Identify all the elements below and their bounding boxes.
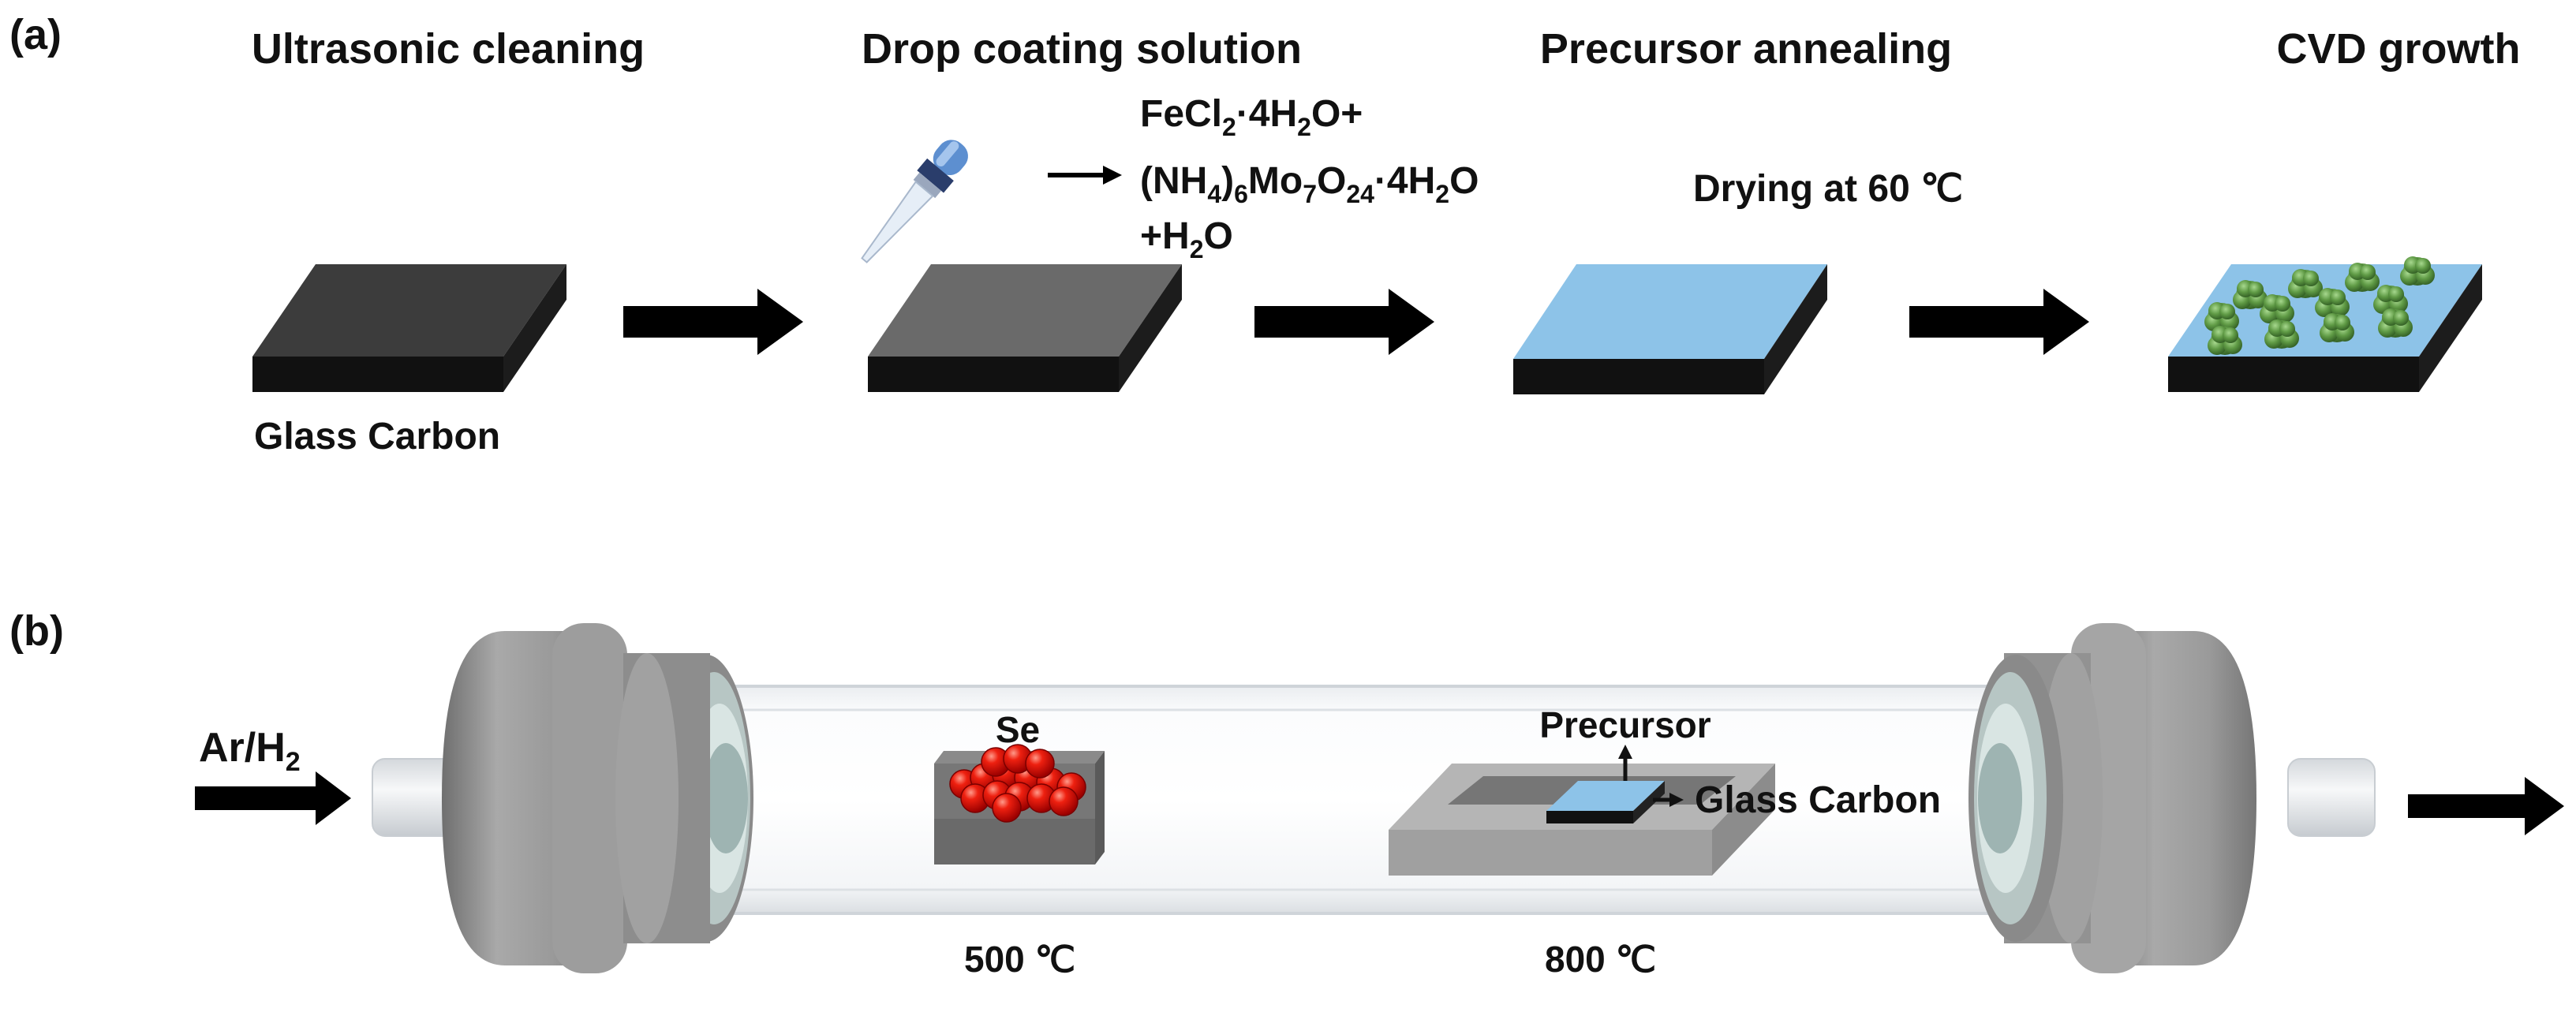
- gas-outlet-arrow: [2408, 777, 2564, 835]
- selenium-ball: [1025, 749, 1055, 779]
- outlet-nozzle: [2287, 758, 2376, 837]
- step-arrow-3: [1909, 289, 2089, 355]
- nanostructure-cluster: [2393, 310, 2409, 326]
- solution-formula-line3: +H2O: [1140, 215, 1233, 263]
- selenium-ball: [992, 793, 1022, 823]
- nanostructure-clusters: [2204, 256, 2435, 355]
- quartz-tube: [600, 685, 2099, 915]
- nanostructure-cluster: [2219, 304, 2235, 319]
- precursor-sample: [1546, 781, 1665, 823]
- substrate-coated: [868, 264, 1182, 392]
- substrate-label: Glass Carbon: [254, 416, 500, 457]
- panel-b-label: (b): [9, 607, 64, 655]
- nanostructure-cluster: [2275, 296, 2290, 312]
- drying-label: Drying at 60 ℃: [1693, 168, 1963, 210]
- nanostructure-cluster: [2279, 321, 2295, 337]
- glass-carbon-pointer: [1653, 793, 1684, 807]
- nanostructure-cluster: [2330, 289, 2346, 305]
- left-flange: [442, 623, 753, 973]
- nanostructure-cluster: [2303, 271, 2319, 286]
- nanostructure-cluster: [2360, 264, 2376, 280]
- step-title-drop-coating: Drop coating solution: [862, 25, 1302, 73]
- nanostructure-cluster: [2415, 258, 2431, 274]
- glass-carbon-label-b: Glass Carbon: [1695, 779, 1941, 821]
- gas-inlet-arrow: [195, 771, 351, 825]
- substrate-glass-carbon: [252, 264, 566, 392]
- step-arrow-1: [623, 289, 803, 355]
- step-arrow-2: [1254, 289, 1434, 355]
- precursor-label: Precursor: [1539, 704, 1710, 745]
- nanostructure-cluster: [2223, 327, 2238, 343]
- right-flange: [1968, 623, 2256, 973]
- precursor-pointer: [1618, 745, 1632, 781]
- furnace-temperature: 800 ℃: [1545, 939, 1656, 980]
- panel-a-label: (a): [9, 11, 62, 58]
- nanostructure-cluster: [2248, 282, 2264, 297]
- step-title-ultrasonic-cleaning: Ultrasonic cleaning: [252, 25, 645, 73]
- step-title-precursor-annealing: Precursor annealing: [1540, 25, 1952, 73]
- substrate-precursor: [1513, 264, 1827, 394]
- nanostructure-cluster: [2388, 286, 2404, 302]
- gas-label: Ar/H2: [199, 725, 301, 777]
- solution-formula-line2: (NH4)6Mo7O24·4H2O: [1140, 160, 1479, 208]
- dropper-icon: [861, 140, 968, 263]
- nanostructure-cluster: [2335, 315, 2350, 330]
- se-label: Se: [996, 709, 1040, 750]
- se-temperature: 500 ℃: [964, 939, 1075, 980]
- solution-formula-line1: FeCl2·4H2O+: [1140, 93, 1363, 141]
- selenium-ball: [1049, 786, 1079, 816]
- selenium-powder: [949, 744, 1086, 823]
- solution-arrow: [1048, 166, 1122, 185]
- step-title-cvd-growth: CVD growth: [2277, 25, 2521, 73]
